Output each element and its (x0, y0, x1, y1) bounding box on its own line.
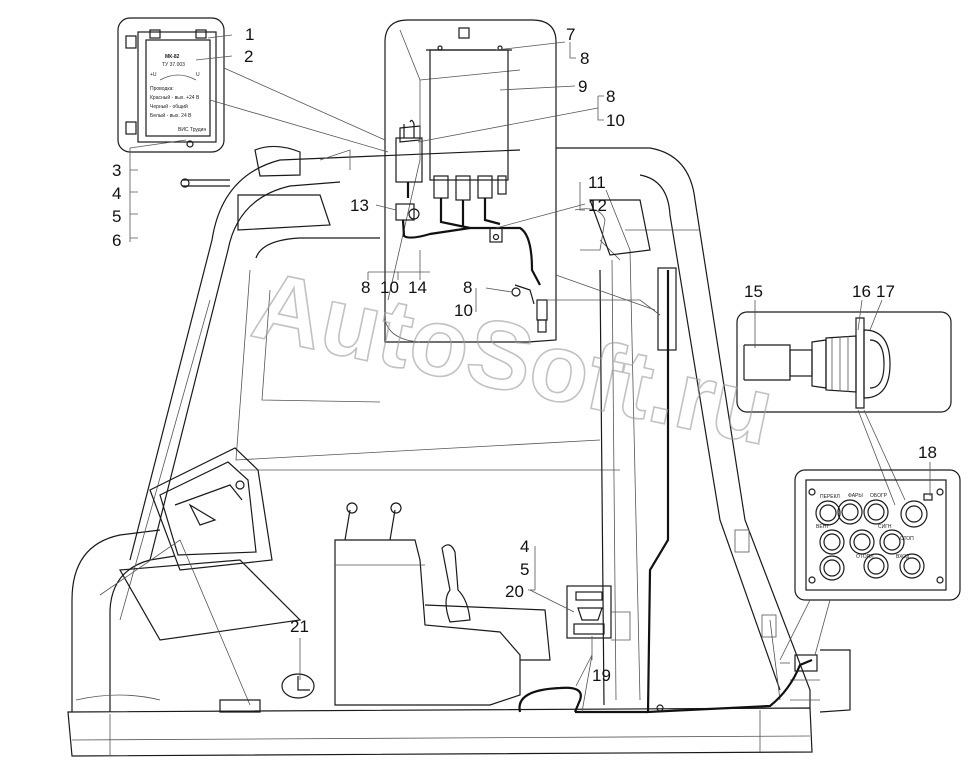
relay-block-detail-view (384, 19, 661, 343)
callout-7: 7 (566, 25, 575, 44)
wiring-harness (518, 267, 818, 714)
callout-2: 2 (244, 47, 253, 66)
callout-10-lower: 10 (454, 301, 473, 320)
callout-16: 16 (852, 282, 871, 301)
cab-body (67, 125, 851, 757)
panel-label-7: ВХОД (896, 554, 910, 560)
relay-model-label: МК-82 (165, 54, 180, 60)
relay-mk82-detail: МК-82 ТУ 37.003 +U U Проводка: Красный -… (117, 17, 389, 153)
panel-label-5: СТОП (900, 536, 914, 542)
callout-1: 1 (245, 25, 254, 44)
relay-code-label: ТУ 37.003 (162, 62, 185, 68)
callout-18: 18 (918, 443, 937, 462)
callout-21: 21 (290, 617, 309, 636)
callout-13: 13 (350, 196, 369, 215)
callout-3: 3 (112, 161, 121, 180)
watermark-text: AutoSoft.ru (244, 251, 783, 465)
callout-5: 5 (112, 207, 121, 226)
callout-6: 6 (112, 231, 121, 250)
switch-panel-detail: ПЕРЕКЛ ФАРЫ ОБОГР ВЕНТ СИГН СТОП ОТОПЛ В… (779, 469, 961, 661)
diagnostic-socket (566, 585, 631, 641)
callout-4-lower: 4 (520, 537, 529, 556)
callout-10-relay: 10 (606, 111, 625, 130)
callout-8-left: 8 (361, 278, 370, 297)
callout-12: 12 (588, 196, 607, 215)
relay-scale-left: +U (150, 72, 157, 78)
relay-label-line-1: Красный - вых. +24 В (150, 94, 200, 101)
connector-detail (736, 311, 952, 506)
callout-4: 4 (112, 184, 121, 203)
callout-5-lower: 5 (520, 560, 529, 579)
panel-label-6: ОТОПЛ (856, 554, 873, 560)
relay-label-line-4: ВИС Трудин (178, 127, 206, 133)
callout-8-relay: 8 (606, 87, 615, 106)
callout-15: 15 (744, 282, 763, 301)
callout-leaders (129, 34, 931, 713)
callout-numbers: 1 2 3 4 5 6 7 8 9 8 10 11 12 13 8 10 14 … (112, 25, 937, 685)
relay-scale-right: U (196, 72, 200, 78)
relay-label-line-3: Белый - вых. 24 В (150, 112, 192, 119)
panel-label-4: СИГН (878, 524, 892, 530)
callout-20: 20 (505, 582, 524, 601)
callout-8-top: 8 (580, 49, 589, 68)
panel-label-1: ФАРЫ (848, 493, 863, 499)
callout-9: 9 (578, 77, 587, 96)
callout-17: 17 (876, 282, 895, 301)
left-dashboard (99, 447, 302, 706)
callout-8-lower: 8 (463, 278, 472, 297)
panel-label-3: ВЕНТ (816, 524, 829, 530)
callout-10-left: 10 (380, 278, 399, 297)
relay-label-line-2: Черный - общий (150, 103, 188, 110)
relay-label-line-0: Проводка: (150, 86, 174, 92)
panel-label-2: ОБОГР (870, 493, 888, 499)
panel-label-0: ПЕРЕКЛ (820, 494, 840, 500)
callout-11: 11 (588, 173, 606, 192)
callout-14: 14 (408, 278, 427, 297)
callout-19: 19 (592, 666, 611, 685)
seat-and-console (219, 502, 551, 713)
